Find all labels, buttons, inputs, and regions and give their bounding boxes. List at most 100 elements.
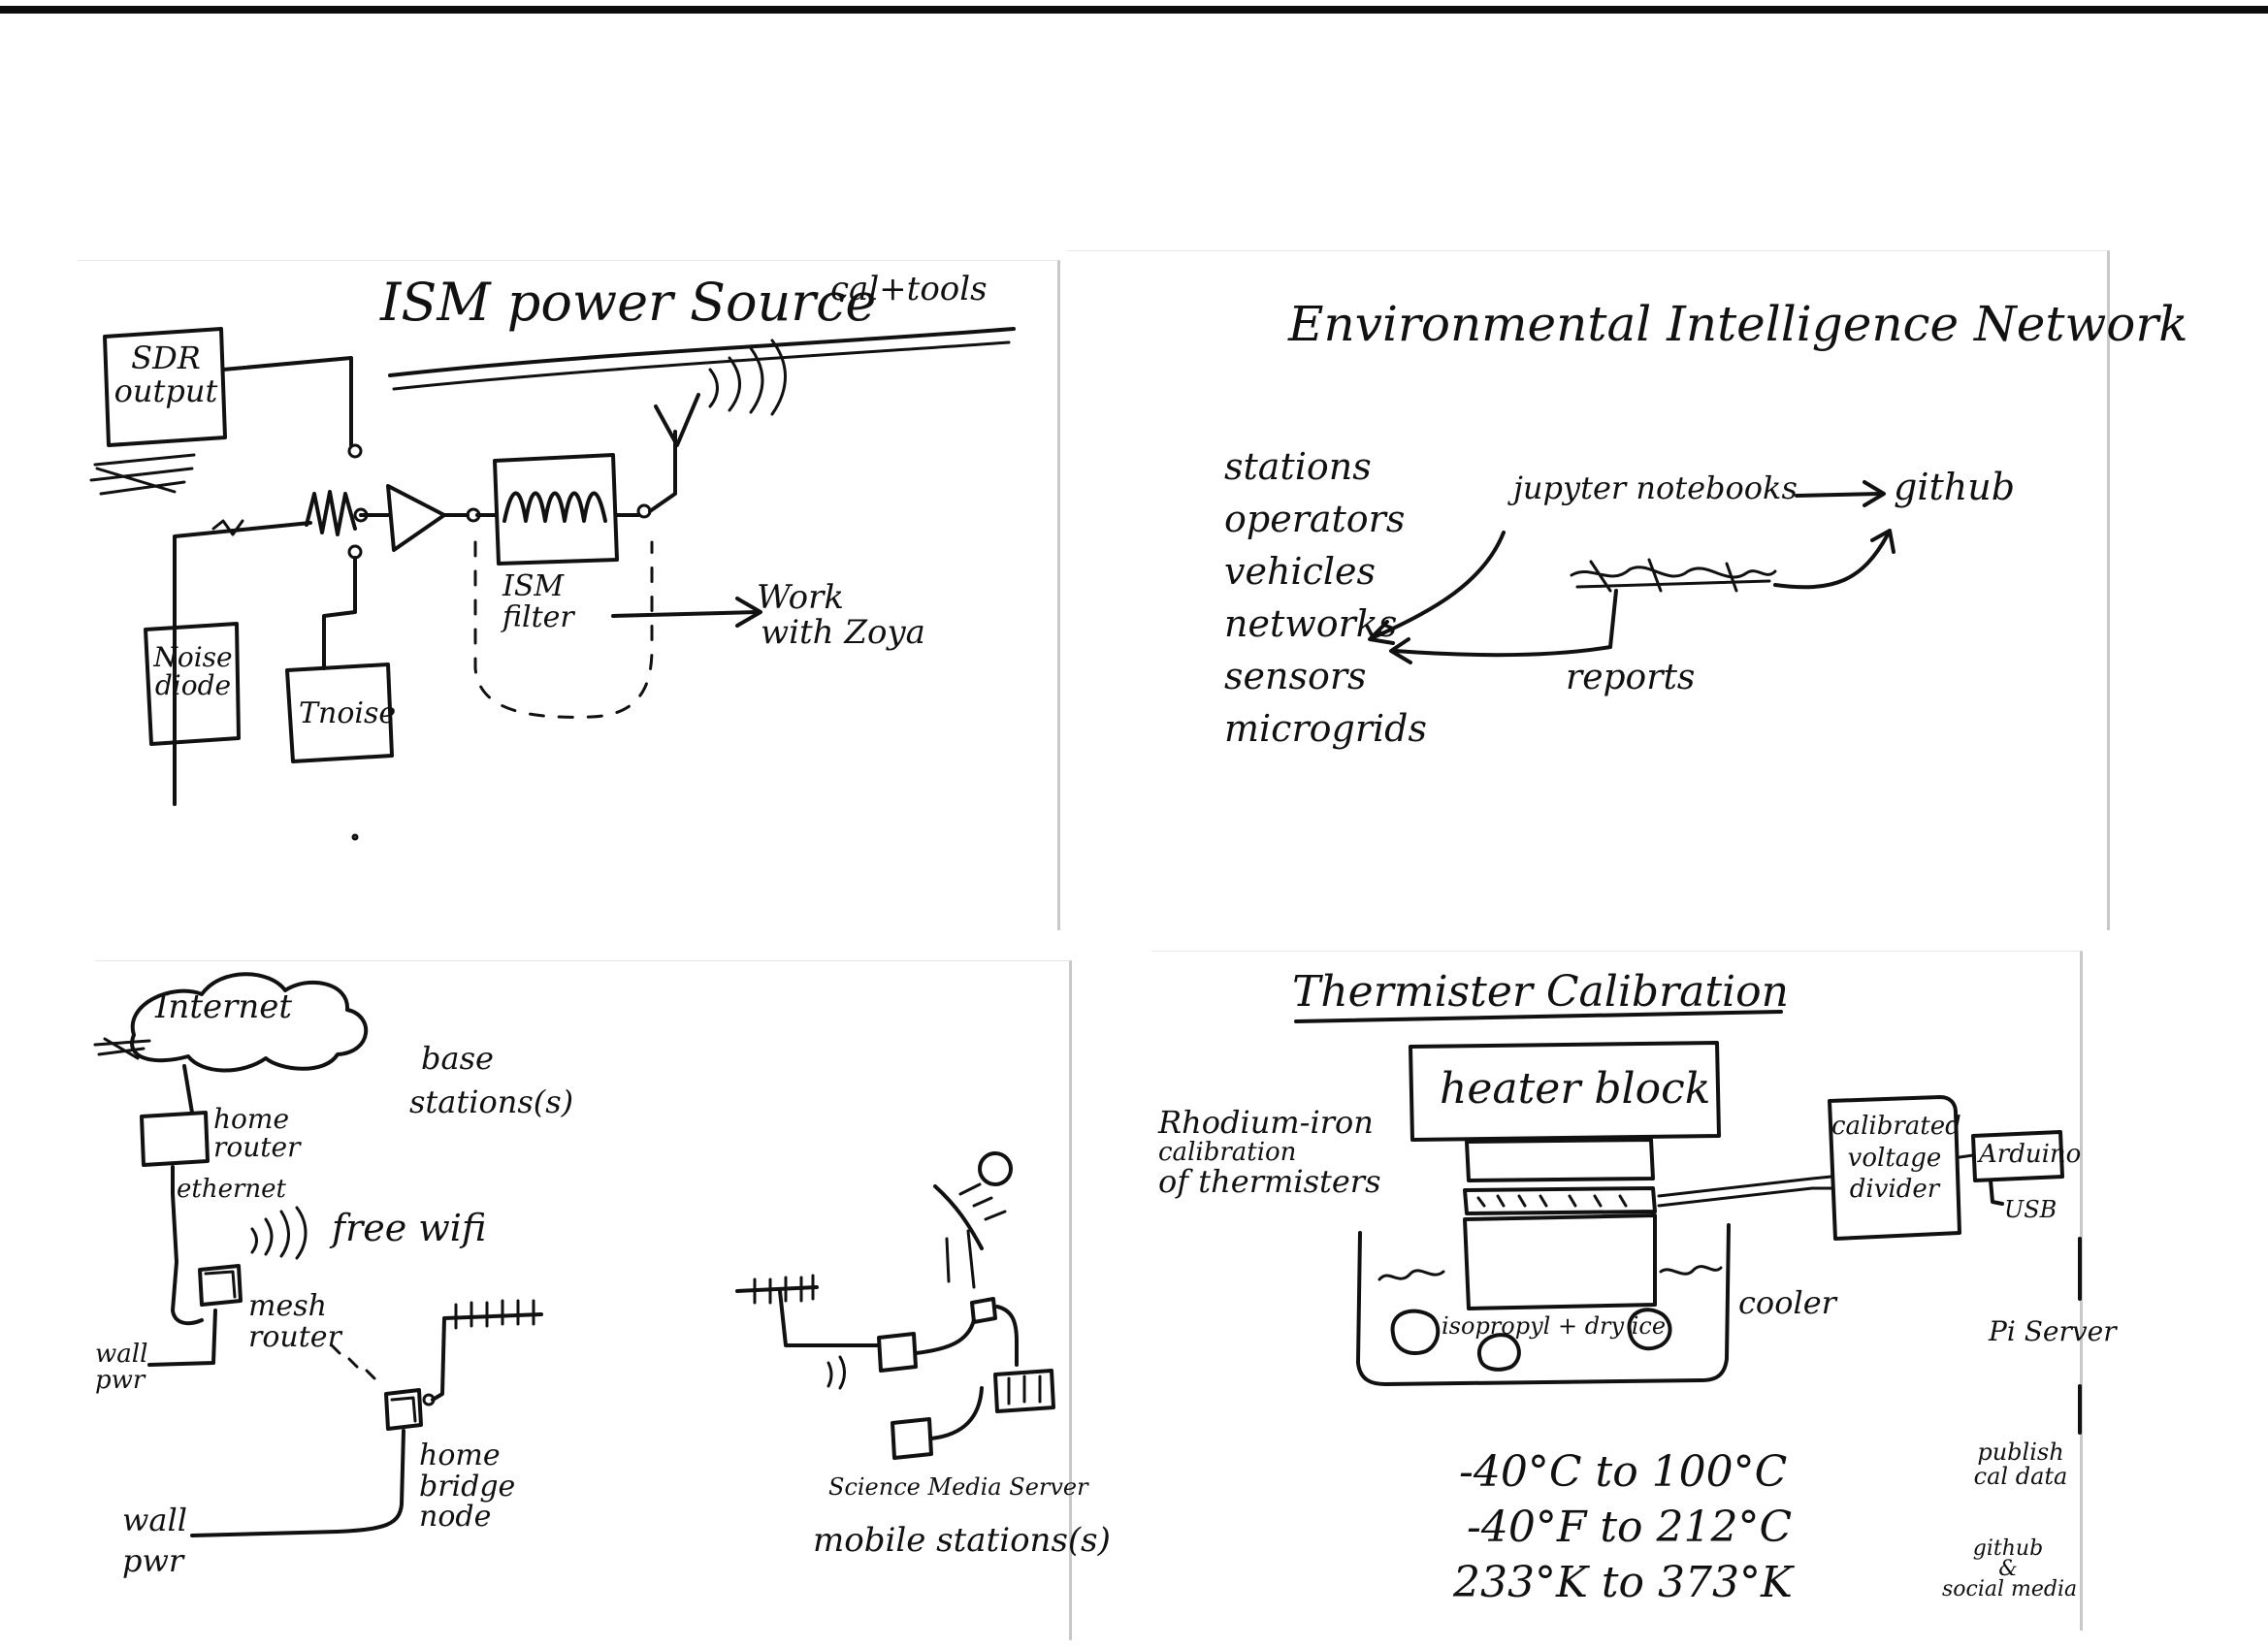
base-stations-label: base stations(s)	[409, 1037, 573, 1124]
noise-diode-line-1: Noise	[153, 641, 233, 673]
usb-label: USB	[2004, 1196, 2057, 1223]
tnoise-box	[285, 663, 394, 763]
antenna-mast	[648, 430, 677, 513]
science-server-box	[891, 1417, 933, 1460]
bridge-node-line-2: bridge	[419, 1469, 516, 1504]
mesh-bridge-link	[330, 1343, 376, 1380]
mesh-router-box	[198, 1264, 243, 1307]
wall-power-2-label: wall pwr	[122, 1501, 187, 1581]
sdr-box	[103, 327, 227, 447]
github-social-line-2: &	[1998, 1556, 2018, 1581]
bridge-node-box	[384, 1388, 423, 1431]
noise-diode-line-2: diode	[154, 669, 232, 702]
heater-block-box	[1409, 1041, 1721, 1142]
wall-power-mesh-wire	[147, 1309, 217, 1367]
rhodium-line-1: Rhodium-iron	[1158, 1104, 1374, 1141]
home-router-label: home router	[213, 1105, 300, 1162]
github-social-line-3: social media	[1942, 1576, 2078, 1601]
work-arrow-head	[735, 597, 762, 628]
panel-controller-wire	[966, 1229, 976, 1289]
thermistor-title: Thermister Calibration	[1292, 967, 1789, 1017]
publish-line-2: cal data	[1973, 1463, 2068, 1491]
free-wifi-waves	[250, 1206, 308, 1260]
sdr-label-line-1: SDR	[131, 340, 201, 376]
entity-sensors: sensors	[1224, 654, 1367, 697]
ism-filter-label: ISM filter	[502, 571, 574, 632]
cooler-label: cooler	[1738, 1284, 1836, 1321]
mobile-controller-box	[970, 1297, 997, 1324]
tnoise-wire	[322, 556, 357, 670]
mobile-radio-waves	[826, 1355, 846, 1390]
divider-line-2: voltage	[1847, 1143, 1942, 1173]
divider-line-3: divider	[1849, 1175, 1940, 1204]
network-diagram	[1368, 480, 1895, 664]
entity-stations: stations	[1224, 445, 1372, 488]
free-wifi-label: free wifi	[332, 1207, 487, 1249]
ism-title-underline-1	[388, 327, 1016, 377]
wall-power-1-line-1: wall	[95, 1340, 148, 1369]
ism-title-note: cal+tools	[830, 270, 988, 308]
entity-vehicles: vehicles	[1224, 549, 1377, 593]
internet-cloud	[130, 972, 369, 1073]
wall-power-2-line-1: wall	[122, 1502, 187, 1538]
network-title: Environmental Intelligence Network	[1288, 296, 2188, 352]
work-line-1: Work	[757, 578, 844, 617]
stations-diagram	[93, 972, 1055, 1537]
amplifier-triangle	[386, 484, 446, 552]
scan-top-edge	[0, 6, 2268, 14]
ism-diagram	[89, 327, 1016, 841]
pi-server-label: Pi Server	[1989, 1315, 2117, 1347]
controller-battery-wire	[995, 1305, 1019, 1367]
mesh-router-line-2: router	[248, 1319, 341, 1354]
mobile-stations-label: mobile stations(s)	[813, 1521, 1111, 1560]
panel-stand	[945, 1237, 951, 1283]
ice-cube-right	[1627, 1308, 1672, 1351]
noise-diode-scribble	[211, 519, 244, 536]
resistor-squiggle	[305, 490, 357, 536]
cloud-router-wire	[182, 1064, 194, 1115]
entity-operators: operators	[1224, 497, 1406, 540]
ice-surface-right	[1659, 1265, 1723, 1276]
sun-icon	[978, 1151, 1013, 1186]
bridge-node-line-1: home	[419, 1439, 501, 1472]
range-fahrenheit: -40°F to 212°C	[1467, 1503, 1793, 1553]
thermistor-array-strip	[1463, 1186, 1657, 1215]
work-label: Work with Zoya	[757, 578, 925, 650]
server-controller-wire	[929, 1386, 984, 1440]
mesh-router-line-1: mesh	[248, 1289, 327, 1323]
ism-filter-line-1: ISM	[502, 569, 565, 603]
noise-diode-label: Noise diode	[149, 643, 237, 700]
mobile-radio-box	[877, 1332, 918, 1373]
arduino-label: Arduino	[1979, 1140, 2082, 1169]
notebooks-label: jupyter notebooks	[1513, 469, 1798, 506]
rhodium-line-2: calibration	[1158, 1137, 1297, 1167]
notebooks-github-arrow	[1795, 492, 1882, 498]
ism-title-underline-2	[392, 340, 1011, 391]
usb-wire-top	[1989, 1179, 2004, 1206]
reports-networks-arrow	[1393, 589, 1618, 658]
work-arrow-line	[611, 610, 759, 618]
wall-power-1-label: wall pwr	[95, 1340, 148, 1395]
home-router-line-1: home	[213, 1103, 290, 1135]
scribbled-cloud-label	[93, 1037, 151, 1060]
switch-contact-top	[347, 443, 363, 459]
voltage-divider-box	[1828, 1095, 1961, 1241]
github-social-line-1: github	[1972, 1536, 2044, 1561]
thermistor-cables	[1657, 1175, 1833, 1208]
battery-box	[993, 1369, 1055, 1413]
battery-cells	[1007, 1374, 1042, 1406]
reports-networks-arrowhead	[1389, 637, 1412, 664]
sdr-label: SDR output	[113, 340, 219, 409]
stray-mark	[351, 833, 359, 841]
bridge-node-inner	[390, 1396, 417, 1423]
range-kelvin: 233°K to 373°K	[1453, 1558, 1793, 1608]
home-router-line-2: router	[213, 1131, 301, 1164]
mobile-radio-link	[914, 1318, 976, 1355]
base-stations-line-1: base	[421, 1040, 494, 1077]
filter-enclosure	[473, 540, 654, 719]
solar-panel	[933, 1184, 984, 1250]
sdr-label-line-2: output	[113, 372, 218, 409]
rhodium-label: Rhodium-iron calibration of thermisters	[1158, 1104, 1381, 1198]
wall-power-bridge-wire	[190, 1429, 405, 1537]
solar-panel-hatch	[958, 1182, 1007, 1221]
